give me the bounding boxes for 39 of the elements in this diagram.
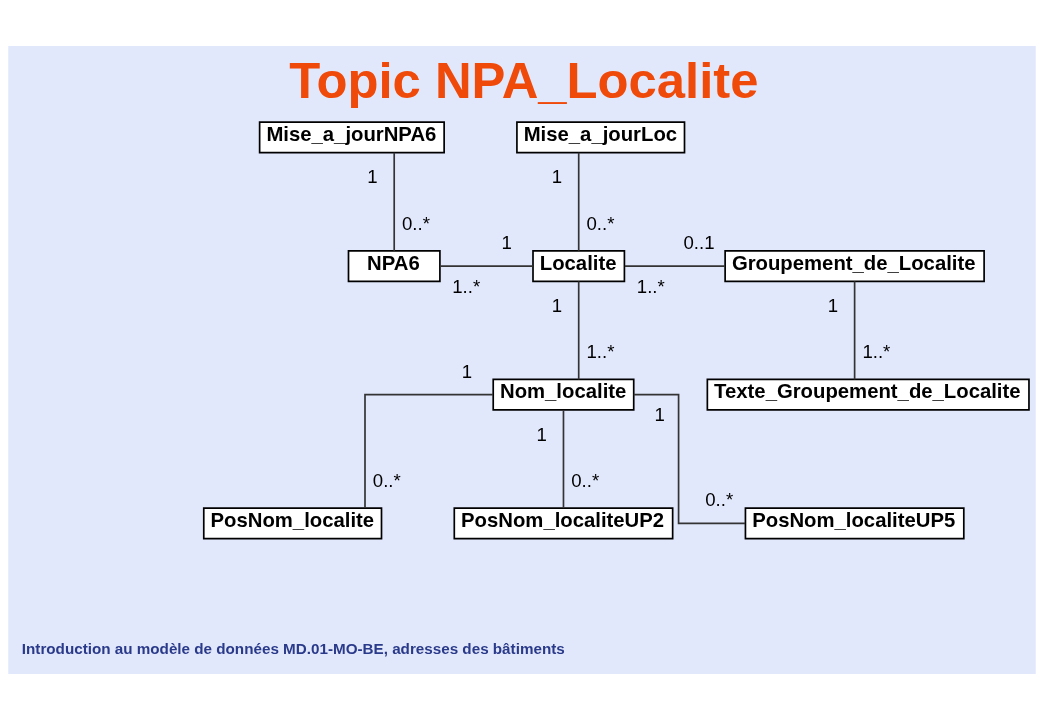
node-box: PosNom_localiteUP2 [453, 507, 674, 540]
label: 0..1 [683, 232, 715, 254]
node-box: Mise_a_jourNPA6 [258, 121, 445, 154]
label: 1 [827, 294, 839, 316]
node-box: Mise_a_jourLoc [516, 121, 686, 154]
label: 1..* [586, 341, 615, 363]
label: 1 [654, 404, 665, 426]
connector [393, 151, 396, 252]
node-box: PosNom_localiteUP5 [744, 507, 965, 540]
label: 1 [461, 360, 473, 382]
label: 1 [551, 294, 563, 316]
node-box: Texte_Groupement_de_Localite [706, 378, 1030, 411]
label: 1..* [636, 275, 665, 297]
label: 1 [367, 166, 378, 188]
connector [439, 265, 534, 267]
connector [624, 265, 726, 267]
connector [364, 393, 494, 509]
connector [577, 280, 580, 381]
node-box: Groupement_de_Localite [724, 249, 985, 283]
label: 0..* [705, 489, 734, 511]
label: 1 [536, 423, 547, 445]
connector [577, 151, 580, 252]
label: 0..* [571, 469, 600, 491]
connector [853, 280, 856, 381]
label: 0..* [586, 212, 615, 234]
label: 1 [551, 166, 563, 188]
label: 1..* [862, 341, 891, 363]
label: 0..* [372, 469, 401, 491]
connector [632, 393, 746, 525]
node-box: Nom_localite [492, 378, 635, 411]
label: 0..* [402, 212, 430, 234]
label: 1..* [452, 275, 481, 297]
diagram-title: Topic NPA_Localite [289, 52, 759, 110]
connector [562, 409, 565, 509]
node-box: Localite [532, 249, 626, 283]
label: 1 [501, 232, 512, 254]
node-box: NPA6 [347, 249, 441, 283]
label: Introduction au modèle de données MD.01-MO-BE, adresses des bâtiments [21, 640, 565, 658]
node-box: PosNom_localite [202, 507, 383, 540]
